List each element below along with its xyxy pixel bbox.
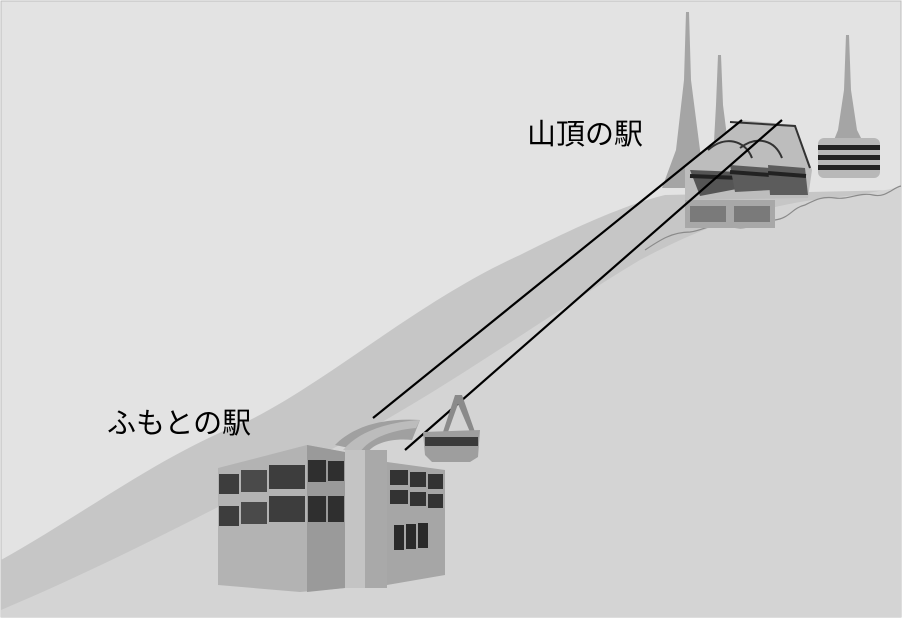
base-window (269, 496, 305, 522)
summit-gondola-right-stripe (767, 171, 807, 178)
summit-station-window (690, 206, 726, 222)
summit-gondola-right (768, 165, 808, 195)
tower-right (834, 35, 862, 140)
summit-round-building-stripe (818, 145, 880, 150)
base-window (390, 470, 408, 485)
summit-gondola-left-stripe (689, 174, 741, 180)
base-window (241, 502, 267, 524)
base-window (308, 496, 326, 522)
summit-gondola-middle-stripe (729, 170, 771, 177)
base-station-canopy-front (343, 420, 420, 452)
base-window (219, 474, 239, 494)
base-window (406, 524, 416, 549)
base-window (241, 470, 267, 492)
summit-ridge-outline (644, 185, 902, 251)
base-window (308, 460, 326, 482)
gondola-window-band (425, 437, 478, 446)
summit-gondola-middle (730, 165, 772, 192)
tower-left (662, 12, 706, 188)
base-window (428, 474, 443, 489)
summit-round-building-stripe (818, 165, 880, 170)
base-station-core-side (365, 450, 387, 588)
base-station-label: ふもとの駅 (107, 406, 252, 440)
summit-station-frame (729, 121, 811, 169)
gondola-hanger (443, 395, 475, 432)
base-window (219, 506, 239, 526)
base-window (269, 465, 305, 489)
base-window (328, 461, 344, 481)
summit-round-building-stripe (818, 155, 880, 160)
base-window (428, 494, 443, 508)
summit-station-building (685, 120, 812, 228)
base-window (328, 496, 344, 522)
base-window (410, 472, 426, 487)
cable-lower (404, 119, 783, 451)
base-window (410, 492, 426, 506)
base-station-building (218, 419, 445, 592)
cable-upper (372, 119, 743, 419)
base-window (418, 523, 428, 548)
base-window (394, 525, 404, 550)
summit-station-arches (707, 139, 783, 159)
base-window (390, 490, 408, 504)
summit-station-window (734, 206, 770, 222)
gondola-car (423, 395, 480, 462)
summit-station-label: 山頂の駅 (527, 117, 644, 151)
